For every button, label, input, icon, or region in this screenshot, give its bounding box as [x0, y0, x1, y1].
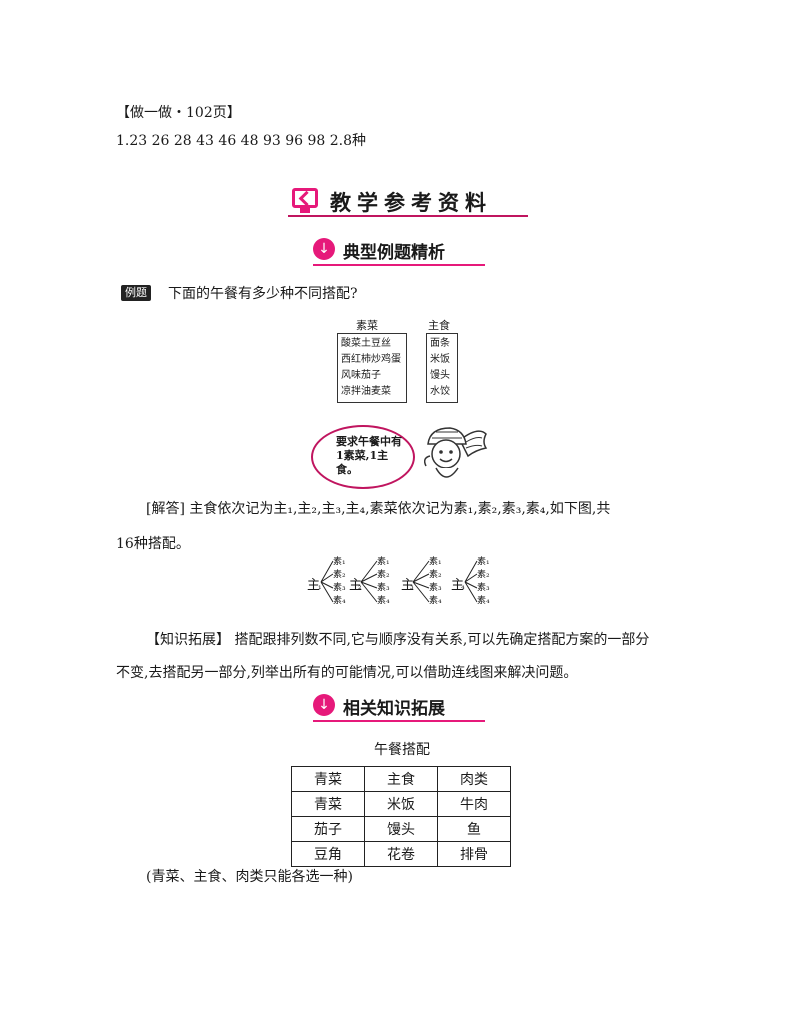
tree-leaf-sub: ₃ [342, 583, 346, 593]
veg-item: 酸菜土豆丝 [341, 338, 391, 349]
veg-item: 西红柿炒鸡蛋 [341, 354, 401, 365]
table-cell: 馒头 [364, 816, 438, 842]
section-title: 相关知识拓展 [343, 699, 445, 719]
tree-leaf-sub: ₂ [438, 570, 442, 580]
tree-leaf-label: 素 [333, 596, 343, 606]
table-cell: 主食 [364, 766, 438, 792]
section-title: 典型例题精析 [343, 243, 445, 263]
staple-item: 馒头 [430, 370, 450, 381]
tree-leaf-label: 素 [333, 557, 343, 567]
tree-leaf-sub: ₃ [386, 583, 390, 593]
tree-leaf-label: 素 [477, 596, 487, 606]
tree-leaf-label: 素 [377, 596, 387, 606]
veg-item: 风味茄子 [341, 370, 381, 381]
table-cell: 花卷 [364, 841, 438, 867]
tree-leaf-group: 素₁ 素₂ 素₃ 素₄ [333, 556, 346, 608]
table-cell: 豆角 [291, 841, 365, 867]
tree-leaf-group: 素₁ 素₂ 素₃ 素₄ [429, 556, 442, 608]
example-tag: 例题 [121, 285, 151, 301]
table-cell: 米饭 [364, 791, 438, 817]
table-row: 豆角 花卷 排骨 [291, 841, 511, 867]
answer-line-1: [解答] 主食依次记为主₁,主₂,主₃,主₄,素菜依次记为素₁,素₂,素₃,素₄… [146, 501, 611, 517]
section-banner-typical-examples: ↓ 典型例题精析 [313, 238, 485, 266]
table-cell: 青菜 [291, 766, 365, 792]
tree-leaf-group: 素₁ 素₂ 素₃ 素₄ [477, 556, 490, 608]
table-cell: 茄子 [291, 816, 365, 842]
download-arrow-icon: ↓ [313, 694, 335, 716]
main-banner: 教学参考资料 [288, 185, 528, 217]
tree-leaf-sub: ₃ [486, 583, 490, 593]
tree-leaf-sub: ₄ [438, 596, 442, 606]
tree-root-sub: ₂ [358, 582, 362, 592]
tree-leaf-label: 素 [333, 570, 343, 580]
tree-leaf-label: 素 [429, 596, 439, 606]
table-cell: 排骨 [437, 841, 511, 867]
table-row: 茄子 馒头 鱼 [291, 816, 511, 842]
exercise-answers: 1.23 26 28 43 46 48 93 96 98 2.8种 [116, 133, 367, 149]
tree-leaf-sub: ₄ [386, 596, 390, 606]
tree-leaf-sub: ₁ [342, 557, 346, 567]
lunch-combination-table: 青菜 主食 肉类 青菜 米饭 牛肉 茄子 馒头 鱼 豆角 花卷 排骨 [291, 766, 511, 867]
tree-leaf-label: 素 [429, 570, 439, 580]
tree-root-sub: ₁ [318, 582, 322, 592]
table-cell: 肉类 [437, 766, 511, 792]
staple-item: 水饺 [430, 386, 450, 397]
tree-leaf-label: 素 [429, 557, 439, 567]
speech-bubble [311, 425, 415, 489]
example-question: 下面的午餐有多少种不同搭配? [168, 286, 358, 302]
tree-root-label: 主 [451, 578, 465, 593]
combination-tree-diagram: 主 ₁ 素₁ 素₂ 素₃ 素₄ 主 ₂ 素₁ 素₂ 素₃ 素₄ 主 ₃ 素₁ 素… [305, 556, 505, 612]
tree-leaf-sub: ₃ [438, 583, 442, 593]
tree-leaf-label: 素 [377, 570, 387, 580]
tree-leaf-sub: ₄ [342, 596, 346, 606]
download-arrow-icon: ↓ [313, 238, 335, 260]
tree-leaf-group: 素₁ 素₂ 素₃ 素₄ [377, 556, 390, 608]
tree-leaf-label: 素 [377, 557, 387, 567]
staple-item: 面条 [430, 338, 450, 349]
knowledge-line-1: 【知识拓展】 搭配跟排列数不同,它与顺序没有关系,可以先确定搭配方案的一部分 [146, 632, 650, 648]
table-row: 青菜 主食 肉类 [291, 766, 511, 792]
tree-leaf-sub: ₁ [438, 557, 442, 567]
veg-menu-box: 酸菜土豆丝 西红柿炒鸡蛋 风味茄子 凉拌油麦菜 [337, 333, 407, 403]
tree-leaf-sub: ₁ [386, 557, 390, 567]
tree-root-label: 主 [307, 578, 321, 593]
speech-bubble-text: 要求午餐中有1素菜,1主食。 [336, 435, 402, 476]
table-caption: 午餐搭配 [374, 742, 430, 758]
section-banner-related-knowledge: ↓ 相关知识拓展 [313, 694, 485, 722]
tree-leaf-sub: ₄ [486, 596, 490, 606]
tree-root-sub: ₃ [410, 582, 414, 592]
table-row: 青菜 米饭 牛肉 [291, 791, 511, 817]
staple-item: 米饭 [430, 354, 450, 365]
table-note: (青菜、主食、肉类只能各选一种) [146, 869, 353, 885]
tree-leaf-sub: ₂ [386, 570, 390, 580]
tree-root-sub: ₄ [461, 582, 465, 592]
main-banner-title: 教学参考资料 [330, 190, 492, 215]
monitor-icon [292, 188, 318, 208]
answer-line-2: 16种搭配。 [116, 536, 190, 552]
tree-leaf-label: 素 [477, 570, 487, 580]
tree-leaf-label: 素 [377, 583, 387, 593]
tree-leaf-label: 素 [477, 583, 487, 593]
staple-header: 主食 [428, 319, 450, 332]
tree-leaf-label: 素 [429, 583, 439, 593]
veg-item: 凉拌油麦菜 [341, 386, 391, 397]
tree-leaf-label: 素 [333, 583, 343, 593]
cartoon-character-illustration [423, 427, 488, 478]
knowledge-line-2: 不变,去搭配另一部分,列举出所有的可能情况,可以借助连线图来解决问题。 [116, 665, 578, 681]
tree-root-label: 主 [349, 578, 363, 593]
table-cell: 青菜 [291, 791, 365, 817]
tree-leaf-label: 素 [477, 557, 487, 567]
tree-branch-lines [320, 560, 478, 603]
tree-leaf-sub: ₁ [486, 557, 490, 567]
tree-leaf-sub: ₂ [342, 570, 346, 580]
veg-header: 素菜 [356, 319, 378, 332]
exercise-heading: 【做一做・102页】 [116, 105, 241, 121]
tree-leaf-sub: ₂ [486, 570, 490, 580]
table-cell: 鱼 [437, 816, 511, 842]
table-cell: 牛肉 [437, 791, 511, 817]
tree-root-label: 主 [401, 578, 415, 593]
staple-menu-box: 面条 米饭 馒头 水饺 [426, 333, 458, 403]
